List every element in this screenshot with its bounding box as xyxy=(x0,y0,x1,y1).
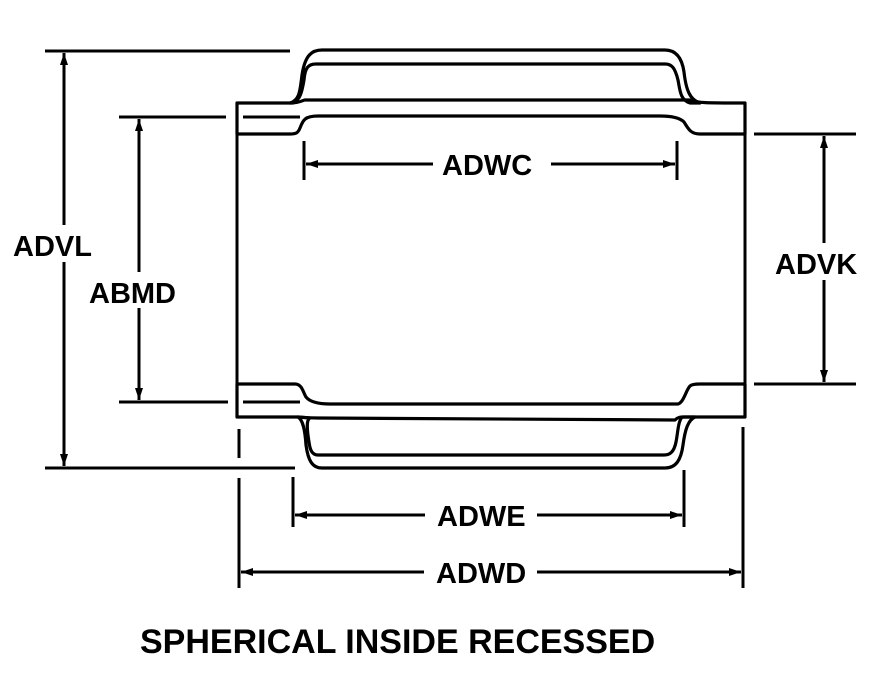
advk-label: ADVK xyxy=(775,249,857,281)
advl-label: ADVL xyxy=(13,231,92,263)
bottom-wall-section xyxy=(235,382,747,470)
dimension-adwe: ADWE xyxy=(291,470,686,533)
top-outer-shell xyxy=(288,48,702,105)
adwd-label: ADWD xyxy=(436,558,526,590)
dimension-adwc: ADWC xyxy=(302,141,679,182)
abmd-label: ABMD xyxy=(89,278,176,310)
top-wall-section xyxy=(235,48,747,136)
dimension-advl: ADVL xyxy=(13,49,295,470)
top-flange xyxy=(235,98,747,136)
dimension-adwd: ADWD xyxy=(237,427,745,590)
bottom-outer-shell xyxy=(296,415,697,470)
dimension-abmd: ABMD xyxy=(89,115,228,404)
diagram-title: SPHERICAL INSIDE RECESSED xyxy=(140,623,655,661)
bottom-flange xyxy=(235,382,747,422)
adwe-label: ADWE xyxy=(437,501,526,533)
dimension-advk: ADVK xyxy=(754,132,857,386)
adwc-label: ADWC xyxy=(442,150,532,182)
